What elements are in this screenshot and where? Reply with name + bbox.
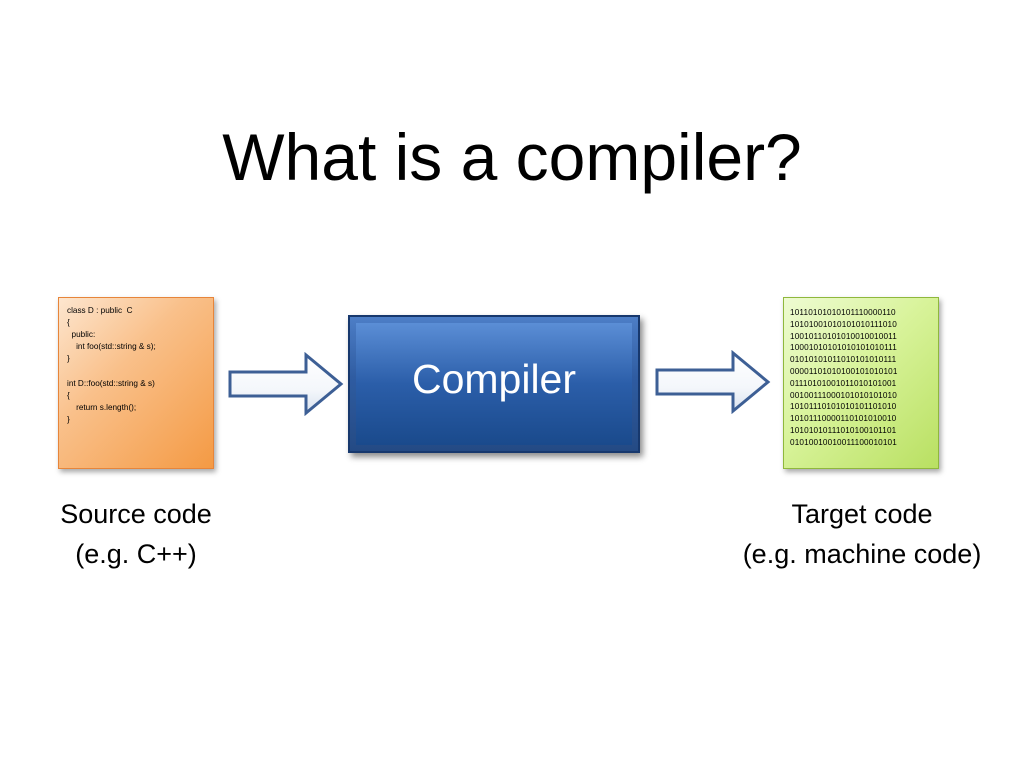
binary-code-line: 00001101010100101010101 xyxy=(790,366,898,376)
binary-code-line: 01110101001011010101001 xyxy=(790,378,897,388)
compiler-box: Compiler xyxy=(348,315,640,453)
right-arrow-icon xyxy=(228,352,344,416)
source-code-line: class D : public C xyxy=(67,306,133,315)
source-code-line: { xyxy=(67,318,70,328)
binary-code-line: 10101010111010100101101 xyxy=(790,425,897,435)
source-code-box: class D : public C { public: int foo(std:… xyxy=(58,297,214,469)
source-caption-line1: Source code xyxy=(60,499,212,529)
binary-code-line: 00100111000101010101010 xyxy=(790,390,897,400)
binary-code-line: 10101001010101010111010 xyxy=(790,319,897,329)
source-code-caption: Source code (e.g. C++) xyxy=(36,494,236,574)
binary-code-line: 10101110101010101101010 xyxy=(790,402,897,412)
source-code-line: public: xyxy=(67,330,96,340)
source-code-line: { xyxy=(67,390,70,400)
target-caption-line1: Target code xyxy=(791,499,933,529)
binary-code-line: 10110101010101110000110 xyxy=(790,308,896,317)
right-arrow-icon xyxy=(655,350,771,414)
source-code-line: int foo(std::string & s); xyxy=(67,342,156,352)
slide-title: What is a compiler? xyxy=(222,120,802,194)
source-code-line: } xyxy=(67,354,70,364)
source-caption-line2: (e.g. C++) xyxy=(75,539,197,569)
target-caption-line2: (e.g. machine code) xyxy=(742,539,982,569)
compiler-label: Compiler xyxy=(411,355,577,402)
target-code-box: 10110101010101110000110 10101001010101010… xyxy=(783,297,939,469)
binary-code-line: 10010110101010010010011 xyxy=(790,331,897,341)
source-code-line: } xyxy=(67,414,70,424)
source-code-line: return s.length(); xyxy=(67,402,137,412)
source-code-line: int D::foo(std::string & s) xyxy=(67,378,155,388)
binary-code-line: 10001010101010101010111 xyxy=(790,343,897,353)
source-code-line xyxy=(67,365,205,377)
binary-code-line: 01010010010011100010101 xyxy=(790,437,897,447)
target-code-caption: Target code (e.g. machine code) xyxy=(722,494,1002,574)
binary-code-line: 10101110000110101010010 xyxy=(790,414,897,424)
binary-code-line: 01010101011010101010111 xyxy=(790,355,897,365)
